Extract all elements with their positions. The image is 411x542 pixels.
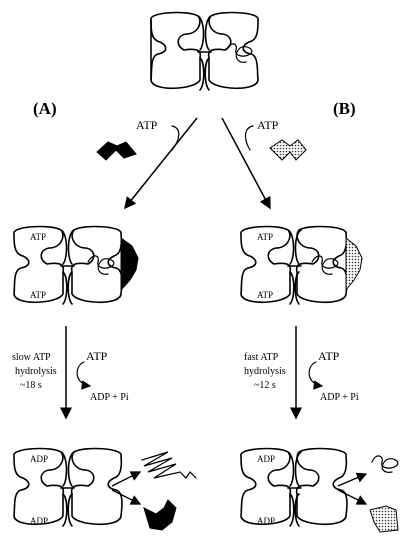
rate-b-line2: hydrolysis: [244, 366, 286, 377]
panel-b-label: (B): [333, 99, 356, 118]
rate-a-line3: ~18 s: [20, 380, 42, 391]
adp-label-b-lower: ADP: [257, 516, 275, 526]
arrow-to-b: [221, 117, 271, 210]
atp-curve-a-hydrolysis: [76, 361, 92, 390]
released-substrate-b: [371, 455, 399, 473]
gp31-black-cap: [96, 141, 137, 161]
atp-label-b-upper-ring: ATP: [257, 232, 273, 242]
adp-label-b-upper: ADP: [257, 454, 275, 464]
released-gp31-b: [369, 505, 399, 533]
complex-b-bottom: [240, 447, 348, 527]
released-gp31-a: [143, 499, 177, 531]
release-arrow-b-up: [337, 472, 368, 487]
panel-a-label: (A): [33, 99, 57, 118]
atp-label-a-hydrolysis: ATP: [86, 349, 108, 363]
atp-label-a-lower-ring: ATP: [30, 290, 46, 300]
atp-curve-b-top: [244, 125, 254, 151]
adp-pi-label-b: ADP + Pi: [320, 392, 359, 403]
top-groel-complex: [150, 11, 259, 91]
release-arrow-a-down: [111, 489, 142, 505]
complex-a-bottom: [13, 447, 123, 527]
rate-a-line2: hydrolysis: [15, 366, 57, 377]
adp-pi-label-a: ADP + Pi: [90, 392, 129, 403]
atp-curve-b-hydrolysis: [308, 361, 324, 390]
rate-a-line1: slow ATP: [12, 352, 51, 363]
released-substrate-a: [141, 451, 197, 479]
atp-label-a-upper-ring: ATP: [30, 232, 46, 242]
complex-b-middle: [240, 225, 363, 305]
complex-a-middle: [13, 225, 139, 305]
atp-label-b-lower-ring: ATP: [257, 290, 273, 300]
gp31-dotted-cap: [269, 139, 307, 161]
atp-label-b-top: ATP: [257, 118, 279, 132]
release-arrow-b-down: [337, 489, 368, 505]
release-arrow-a-up: [111, 471, 142, 487]
adp-label-a-upper: ADP: [30, 454, 48, 464]
rate-b-line1: fast ATP: [244, 352, 279, 363]
atp-curve-a-top: [171, 125, 180, 151]
arrow-to-a: [124, 117, 198, 210]
atp-label-a-top: ATP: [136, 118, 158, 132]
adp-label-a-lower: ADP: [30, 516, 48, 526]
atp-label-b-hydrolysis: ATP: [318, 349, 340, 363]
rate-b-line3: ~12 s: [254, 380, 276, 391]
